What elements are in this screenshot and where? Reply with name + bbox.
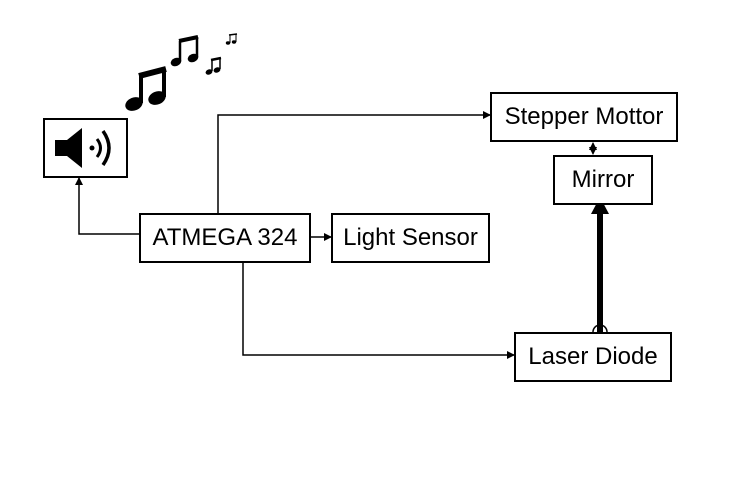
speaker-icon	[54, 128, 111, 168]
speaker-box	[43, 118, 128, 178]
edge-atmega-laser	[242, 263, 515, 359]
atmega-324-box: ATMEGA 324	[139, 213, 311, 263]
laser-diode-box: Laser Diode	[514, 332, 672, 382]
music-notes-icon	[125, 33, 238, 111]
light-sensor-box: Light Sensor	[331, 213, 490, 263]
edge-atmega-stepper	[217, 111, 491, 213]
laser-beam-arrowhead	[591, 197, 609, 214]
mirror-label: Mirror	[571, 166, 635, 193]
laser-diode-label: Laser Diode	[528, 343, 658, 370]
mirror-box: Mirror	[553, 155, 653, 205]
light-sensor-label: Light Sensor	[343, 224, 478, 251]
edge-atmega-speaker	[75, 177, 139, 235]
stepper-motor-box: Stepper Mottor	[490, 92, 678, 142]
stepper-motor-label: Stepper Mottor	[504, 103, 664, 130]
atmega-label: ATMEGA 324	[152, 224, 298, 251]
